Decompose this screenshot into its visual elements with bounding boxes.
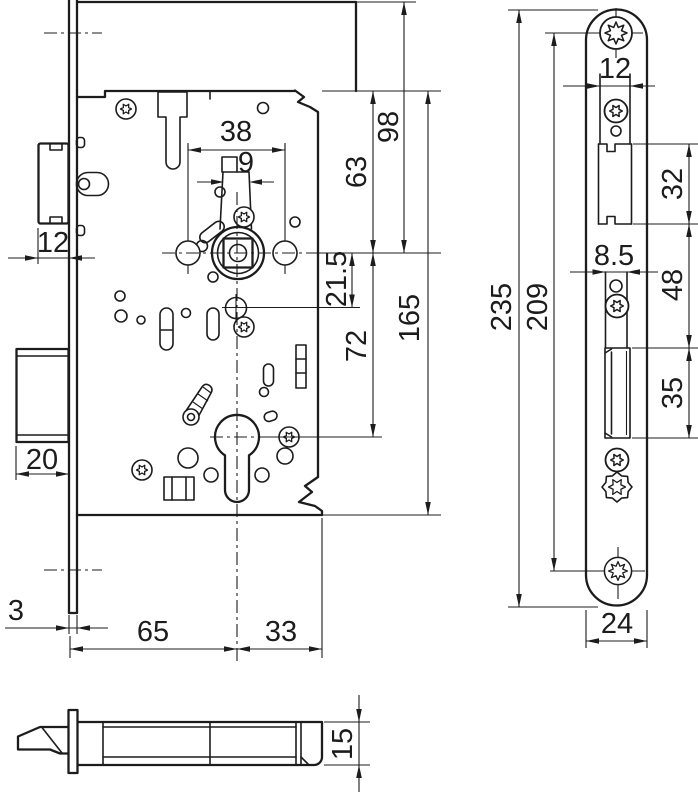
faceplate-front-view: 12 32 8.5 48 35: [486, 8, 698, 648]
dim-faceplate-thickness: 3: [5, 595, 108, 634]
dim-latch-projection: 12: [8, 227, 95, 264]
dim-label-follower-width: 9: [238, 147, 254, 179]
dim-latch-opening-height: 35: [632, 347, 698, 439]
adjust-slot: [159, 307, 174, 351]
dim-upper-slot-width: 12: [563, 53, 655, 89]
dim-plate-width: 24: [585, 608, 648, 648]
torx-screw-icon: [115, 98, 137, 120]
dim-label-upper-cutout-height: 32: [657, 168, 689, 200]
dim-label-screw-spacing: 209: [522, 283, 554, 331]
dim-backset: 65: [69, 616, 237, 658]
dim-plate-height: 235: [486, 9, 598, 608]
dim-cutout-gap: 48: [657, 224, 692, 348]
lock-body-front-view: 38 9 12 20 3: [5, 0, 441, 662]
latch-bolt: [37, 136, 110, 237]
dim-label-spindle-to-back: 33: [265, 616, 297, 648]
torx-screw-icon: [131, 459, 153, 481]
dim-label-case-top-to-spindle: 63: [341, 156, 373, 188]
dim-label-backset: 65: [137, 616, 169, 648]
dim-spindle-to-aux: 21.5: [321, 251, 355, 308]
dim-label-hub-spacing: 38: [220, 116, 252, 148]
dim-spindle-to-back: 33: [237, 518, 323, 658]
side-faceplate: [67, 708, 79, 775]
dim-follower-width: 9: [197, 147, 274, 185]
hanger-slot: [157, 91, 188, 170]
lock-body-side-view: 15: [16, 695, 370, 792]
centerlines: [162, 192, 318, 662]
torx-screw-icon: [604, 293, 630, 319]
dim-deadbolt-throw: 20: [15, 444, 69, 480]
dim-label-top-to-spindle: 98: [373, 111, 405, 143]
dim-label-case-height: 165: [394, 294, 426, 342]
deadbolt: [15, 347, 70, 444]
change-lever: [182, 383, 213, 426]
dim-label-faceplate-thickness: 3: [8, 595, 24, 627]
dim-top-to-spindle: 98: [373, 2, 407, 253]
latch-opening: [604, 347, 631, 439]
case-internals: [114, 91, 307, 504]
extension-lines: [222, 1, 441, 516]
dim-label-latch-opening-height: 35: [657, 377, 689, 409]
torx-screw-icon: [599, 16, 633, 50]
torx-screw-icon: [603, 556, 633, 586]
code-window: [163, 476, 195, 501]
dim-hub-spacing: 38: [187, 116, 286, 153]
serrated-washer-icon: [601, 471, 633, 503]
side-case: [75, 720, 324, 767]
dim-label-case-thickness: 15: [327, 728, 359, 760]
state-indicator: [295, 344, 307, 389]
torx-screw-icon: [603, 98, 629, 124]
dim-lip-slot-width: 8.5: [570, 240, 658, 275]
dim-case-height: 165: [394, 91, 431, 515]
dim-case-top-to-spindle: 63: [341, 91, 376, 253]
dim-case-thickness: 15: [324, 695, 370, 792]
dim-spindle-to-cylinder: 72: [341, 253, 376, 437]
dim-label-cutout-gap: 48: [657, 269, 689, 301]
dim-label-plate-width: 24: [601, 608, 633, 640]
side-latch: [16, 725, 71, 755]
dim-label-spindle-to-cylinder: 72: [341, 330, 373, 362]
dim-screw-spacing: 209: [522, 33, 557, 571]
dim-label-deadbolt-throw: 20: [26, 444, 58, 476]
torx-screw-icon: [604, 447, 630, 473]
dim-label-spindle-to-aux: 21.5: [321, 251, 353, 307]
faceplate-edge: [44, 0, 102, 615]
dim-label-lip-slot-width: 8.5: [594, 240, 634, 272]
dim-label-plate-height: 235: [486, 283, 518, 331]
upper-cutout: [597, 143, 633, 225]
aux-latch-follower: [75, 171, 110, 197]
dim-label-latch-projection: 12: [37, 227, 69, 259]
dim-label-upper-slot-width: 12: [599, 53, 631, 85]
